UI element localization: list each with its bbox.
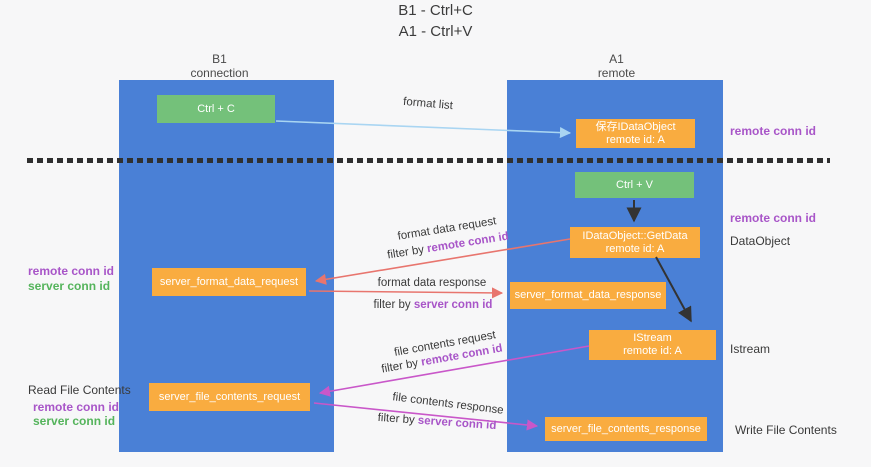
node-server-file-contents-response: server_file_contents_response — [545, 417, 707, 441]
file-contents-response-filter-label: filter by server conn id — [372, 411, 503, 432]
write-file-contents-label: Write File Contents — [735, 423, 837, 437]
read-file-contents-label: Read File Contents — [28, 383, 131, 397]
node-server-format-data-request: server_format_data_request — [152, 268, 306, 296]
node-server-format-data-response: server_format_data_response — [510, 282, 666, 309]
node-server-format-data-request-label: server_format_data_request — [159, 275, 299, 288]
node-server-file-contents-request-label: server_file_contents_request — [158, 390, 301, 403]
left-server-conn-id-label: server conn id — [28, 279, 111, 293]
filter-by-text: filter by — [373, 299, 414, 311]
server-conn-id-text: server conn id — [413, 299, 493, 311]
node-idataobject-getdata-line1: IDataObject::GetData — [582, 229, 688, 242]
right-remote-conn-id-label-1: remote conn id — [730, 124, 817, 138]
left-server-conn-id-label-2: server conn id — [33, 414, 116, 428]
node-ctrl-v-label: Ctrl + V — [616, 178, 653, 191]
left-remote-conn-id-label-2: remote conn id — [33, 400, 120, 414]
node-ctrl-v: Ctrl + V — [575, 172, 694, 198]
right-remote-conn-id-label-2: remote conn id — [730, 211, 817, 225]
node-istream: IStream remote id: A — [589, 330, 716, 360]
node-server-file-contents-response-label: server_file_contents_response — [551, 422, 701, 435]
node-istream-line2: remote id: A — [623, 345, 682, 357]
left-remote-conn-id-label: remote conn id — [28, 264, 115, 278]
format-data-response-filter-label: filter by server conn id — [368, 299, 498, 311]
node-ctrl-c: Ctrl + C — [157, 95, 275, 123]
lane-b1-subtitle: connection — [190, 66, 249, 80]
lane-header-b1: B1 connection — [112, 52, 327, 80]
format-list-label: format list — [402, 95, 454, 113]
diagram-title: B1 - Ctrl+C A1 - Ctrl+V — [0, 0, 871, 42]
node-save-idataobject-line1: 保存IDataObject — [595, 120, 676, 133]
lane-a1-name: A1 — [609, 52, 624, 66]
node-idataobject-getdata: IDataObject::GetData remote id: A — [570, 227, 700, 258]
node-istream-line1: IStream — [633, 332, 672, 344]
node-server-file-contents-request: server_file_contents_request — [149, 383, 310, 411]
node-server-format-data-response-label: server_format_data_response — [514, 289, 662, 301]
lane-header-a1: A1 remote — [509, 52, 724, 80]
node-save-idataobject: 保存IDataObject remote id: A — [576, 119, 695, 148]
filter-by-text: filter by — [377, 411, 419, 427]
right-dataobject-label: DataObject — [730, 234, 791, 248]
title-line-1: B1 - Ctrl+C — [398, 2, 473, 19]
right-istream-label: Istream — [730, 342, 771, 356]
filter-by-text: filter by — [386, 243, 429, 262]
node-ctrl-c-label: Ctrl + C — [197, 102, 235, 115]
server-conn-id-text: server conn id — [417, 414, 497, 433]
format-data-response-arrow — [308, 287, 504, 299]
node-idataobject-getdata-line2: remote id: A — [605, 242, 665, 255]
copy-paste-separator-line — [27, 158, 830, 163]
lane-a1-subtitle: remote — [597, 66, 636, 80]
title-line-2: A1 - Ctrl+V — [398, 23, 473, 40]
lane-b1-name: B1 — [212, 52, 227, 66]
format-data-response-label: format data response — [377, 277, 487, 289]
node-save-idataobject-line2: remote id: A — [606, 133, 665, 146]
